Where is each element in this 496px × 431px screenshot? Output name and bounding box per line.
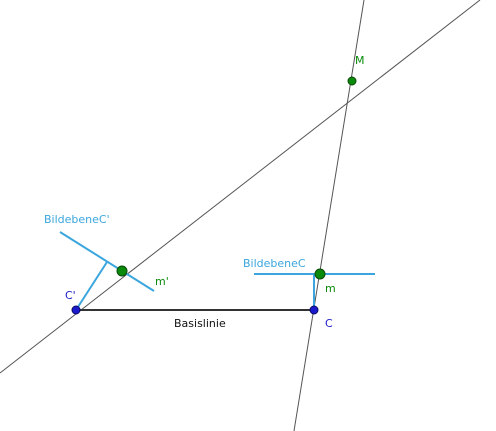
line-c-to-M[interactable] [293, 0, 365, 431]
label-M: M [355, 54, 365, 67]
label-bildebene-c-prime: BildebeneC' [44, 213, 110, 226]
label-C: C [325, 317, 333, 330]
point-m-prime[interactable] [116, 265, 128, 277]
point-m[interactable] [314, 268, 326, 280]
point-C[interactable] [309, 305, 319, 315]
point-C-prime[interactable] [71, 305, 81, 315]
bildebene-c-prime-plane[interactable] [59, 231, 155, 292]
label-basislinie: Basislinie [174, 317, 226, 330]
label-C-prime: C' [65, 289, 76, 302]
label-bildebene-c: BildebeneC [243, 257, 306, 270]
label-m-prime: m' [155, 275, 169, 288]
point-M[interactable] [347, 76, 357, 86]
label-m: m [325, 282, 336, 295]
bildebene-c-prime-axis[interactable] [75, 261, 108, 311]
